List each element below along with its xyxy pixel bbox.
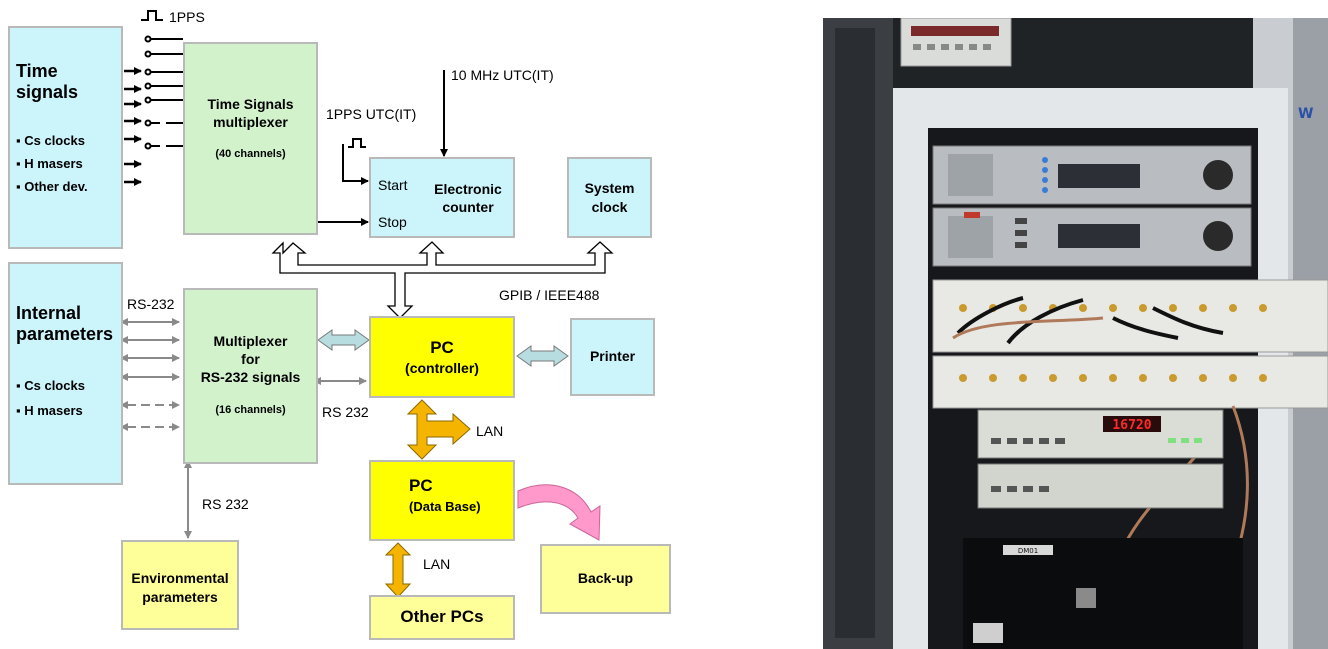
counter-stop: Stop <box>378 214 407 230</box>
rs232-multiplexer-box: Multiplexer for RS-232 signals (16 chann… <box>183 288 318 464</box>
other-pcs-label: Other PCs <box>371 607 513 627</box>
pc-controller-box: PC (controller) <box>369 316 515 398</box>
label-gpib: GPIB / IEEE488 <box>499 287 599 303</box>
mux-rs232-line3: RS-232 signals <box>185 369 316 386</box>
label-rs232-top: RS-232 <box>127 296 174 312</box>
time-signals-title-2: signals <box>16 81 78 103</box>
backup-label: Back-up <box>542 570 669 587</box>
label-10mhz: 10 MHz UTC(IT) <box>451 67 554 83</box>
pc-database-line2: (Data Base) <box>409 499 481 514</box>
mux-time-line2: multiplexer <box>185 114 316 131</box>
counter-start: Start <box>378 177 408 193</box>
mux-rs232-line2: for <box>185 351 316 368</box>
environmental-parameters-box: Environmental parameters <box>121 540 239 630</box>
mux-rs232-channels: (16 channels) <box>185 404 316 416</box>
time-signals-title-1: Time <box>16 60 58 82</box>
printer-label: Printer <box>572 348 653 365</box>
environmental-line2: parameters <box>123 589 237 606</box>
label-rs232-mid: RS 232 <box>322 404 369 420</box>
equipment-rack-photo: 16720 DM01 W <box>823 18 1328 649</box>
pc-controller-line2: (controller) <box>371 360 513 377</box>
time-signals-multiplexer-box: Time Signals multiplexer (40 channels) <box>183 42 318 235</box>
time-signals-item: ▪ H masers <box>16 152 83 175</box>
system-clock-line2: clock <box>569 199 650 216</box>
label-lan-2: LAN <box>423 556 450 572</box>
internal-parameters-box: Internal parameters ▪ Cs clocks ▪ H mase… <box>8 262 123 485</box>
internal-params-title-2: parameters <box>16 323 113 345</box>
label-lan-1: LAN <box>476 423 503 439</box>
environmental-line1: Environmental <box>123 570 237 587</box>
time-signals-item: ▪ Cs clocks <box>16 129 85 152</box>
backup-box: Back-up <box>540 544 671 614</box>
time-signals-box: Time signals ▪ Cs clocks ▪ H masers ▪ Ot… <box>8 26 123 249</box>
system-clock-line1: System <box>569 180 650 197</box>
label-rs232-bottom: RS 232 <box>202 496 249 512</box>
pc-controller-line1: PC <box>371 338 513 358</box>
counter-line1: Electronic <box>423 181 513 198</box>
time-signals-item: ▪ Other dev. <box>16 175 88 198</box>
label-1pps-utc: 1PPS UTC(IT) <box>326 106 416 122</box>
printer-box: Printer <box>570 318 655 396</box>
mux-rs232-line1: Multiplexer <box>185 333 316 350</box>
system-clock-box: System clock <box>567 157 652 238</box>
electronic-counter-box: Start Stop Electronic counter <box>369 157 515 238</box>
rack-server-label: DM01 <box>1018 547 1038 555</box>
mux-time-line1: Time Signals <box>185 96 316 113</box>
internal-params-item: ▪ H masers <box>16 399 83 422</box>
counter-line2: counter <box>423 199 513 216</box>
internal-params-item: ▪ Cs clocks <box>16 374 85 397</box>
mux-time-channels: (40 channels) <box>185 148 316 160</box>
internal-params-title-1: Internal <box>16 302 81 324</box>
pc-database-line1: PC <box>409 476 433 496</box>
counter-display-readout: 16720 <box>1112 418 1151 433</box>
svg-text:W: W <box>1298 106 1313 122</box>
other-pcs-box: Other PCs <box>369 595 515 640</box>
label-1pps: 1PPS <box>169 9 205 25</box>
pc-database-box: PC (Data Base) <box>369 460 515 541</box>
